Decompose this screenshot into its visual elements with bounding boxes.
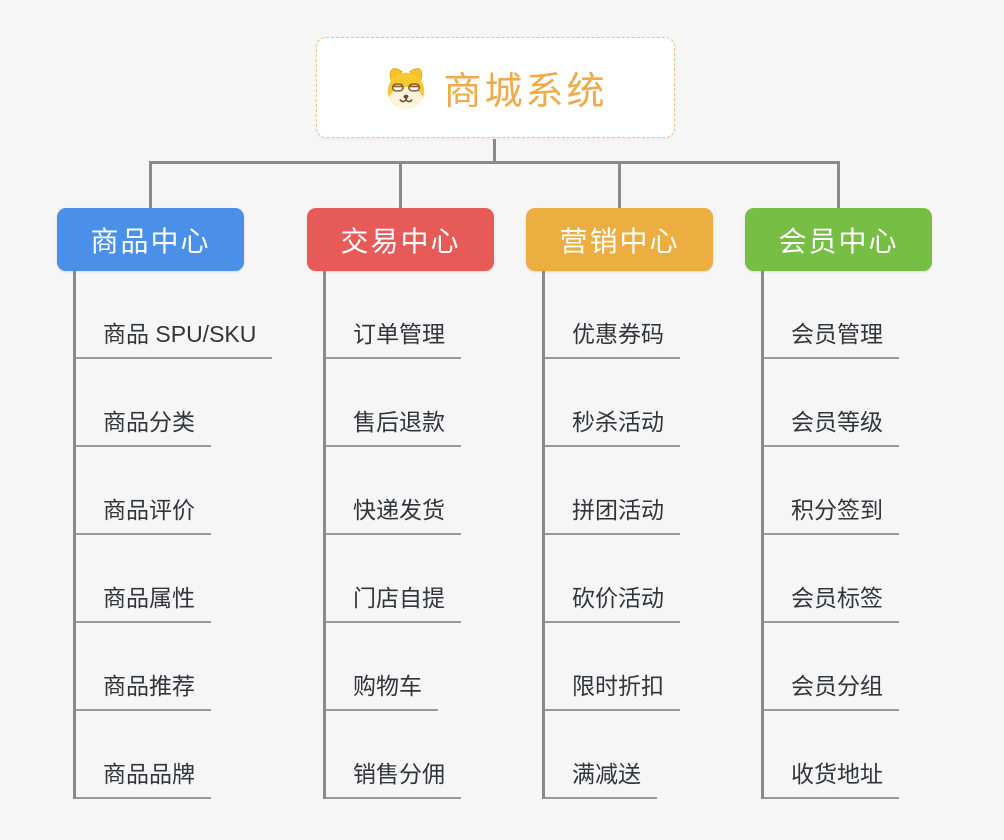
connector-branch-drop bbox=[399, 161, 402, 208]
leaf-label: 订单管理 bbox=[326, 315, 461, 359]
branch-node[interactable]: 商品中心 bbox=[57, 208, 244, 271]
leaf-node[interactable]: 积分签到 bbox=[764, 447, 994, 535]
branch-title: 营销中心 bbox=[559, 225, 680, 257]
leaf-label: 优惠券码 bbox=[545, 315, 680, 359]
connector-branch-drop bbox=[837, 161, 840, 208]
branch-item-list: 会员管理会员等级积分签到会员标签会员分组收货地址 bbox=[761, 271, 994, 799]
leaf-node[interactable]: 拼团活动 bbox=[545, 447, 775, 535]
leaf-node[interactable]: 会员标签 bbox=[764, 535, 994, 623]
leaf-node[interactable]: 商品 SPU/SKU bbox=[76, 271, 306, 359]
leaf-node[interactable]: 会员分组 bbox=[764, 623, 994, 711]
leaf-node[interactable]: 销售分佣 bbox=[326, 711, 556, 799]
leaf-label: 商品 SPU/SKU bbox=[76, 315, 273, 359]
connector-root-drop bbox=[493, 139, 496, 162]
leaf-node[interactable]: 商品属性 bbox=[76, 535, 306, 623]
leaf-node[interactable]: 收货地址 bbox=[764, 711, 994, 799]
leaf-label: 积分签到 bbox=[764, 491, 899, 535]
leaf-node[interactable]: 订单管理 bbox=[326, 271, 556, 359]
connector-branch-drop bbox=[618, 161, 621, 208]
leaf-label: 会员管理 bbox=[764, 315, 899, 359]
leaf-node[interactable]: 快递发货 bbox=[326, 447, 556, 535]
leaf-node[interactable]: 商品品牌 bbox=[76, 711, 306, 799]
leaf-node[interactable]: 砍价活动 bbox=[545, 535, 775, 623]
branch-title: 商品中心 bbox=[90, 225, 211, 257]
leaf-label: 会员等级 bbox=[764, 403, 899, 447]
leaf-label: 会员分组 bbox=[764, 667, 899, 711]
leaf-node[interactable]: 商品评价 bbox=[76, 447, 306, 535]
leaf-label: 限时折扣 bbox=[545, 667, 680, 711]
connector-branch-drop bbox=[149, 161, 152, 208]
leaf-node[interactable]: 购物车 bbox=[326, 623, 556, 711]
leaf-label: 商品评价 bbox=[76, 491, 211, 535]
leaf-node[interactable]: 秒杀活动 bbox=[545, 359, 775, 447]
branch-node[interactable]: 交易中心 bbox=[307, 208, 494, 271]
leaf-node[interactable]: 售后退款 bbox=[326, 359, 556, 447]
leaf-label: 商品属性 bbox=[76, 579, 211, 623]
leaf-node[interactable]: 限时折扣 bbox=[545, 623, 775, 711]
leaf-node[interactable]: 会员等级 bbox=[764, 359, 994, 447]
leaf-label: 砍价活动 bbox=[545, 579, 680, 623]
leaf-node[interactable]: 会员管理 bbox=[764, 271, 994, 359]
leaf-label: 商品推荐 bbox=[76, 667, 211, 711]
leaf-label: 会员标签 bbox=[764, 579, 899, 623]
leaf-label: 销售分佣 bbox=[326, 755, 461, 799]
branch-item-list: 订单管理售后退款快递发货门店自提购物车销售分佣 bbox=[323, 271, 556, 799]
leaf-label: 快递发货 bbox=[326, 491, 461, 535]
leaf-label: 商品分类 bbox=[76, 403, 211, 447]
branch-item-list: 商品 SPU/SKU 商品分类商品评价商品属性商品推荐商品品牌 bbox=[73, 271, 306, 799]
leaf-node[interactable]: 满减送 bbox=[545, 711, 775, 799]
leaf-node[interactable]: 优惠券码 bbox=[545, 271, 775, 359]
leaf-node[interactable]: 商品推荐 bbox=[76, 623, 306, 711]
root-node-mall-system[interactable]: 商城系统 bbox=[316, 37, 675, 138]
root-title: 商城系统 bbox=[443, 71, 608, 113]
branch-node[interactable]: 会员中心 bbox=[745, 208, 932, 271]
leaf-label: 满减送 bbox=[545, 755, 657, 799]
leaf-label: 收货地址 bbox=[764, 755, 899, 799]
branch-title: 会员中心 bbox=[778, 225, 899, 257]
leaf-label: 拼团活动 bbox=[545, 491, 680, 535]
leaf-node[interactable]: 商品分类 bbox=[76, 359, 306, 447]
leaf-label: 门店自提 bbox=[326, 579, 461, 623]
leaf-label: 购物车 bbox=[326, 667, 438, 711]
branch-title: 交易中心 bbox=[340, 225, 461, 257]
shiba-dog-icon bbox=[388, 67, 425, 109]
branch-item-list: 优惠券码秒杀活动拼团活动砍价活动限时折扣满减送 bbox=[542, 271, 775, 799]
branch-node[interactable]: 营销中心 bbox=[526, 208, 713, 271]
leaf-label: 售后退款 bbox=[326, 403, 461, 447]
leaf-node[interactable]: 门店自提 bbox=[326, 535, 556, 623]
connector-bus bbox=[149, 161, 840, 164]
leaf-label: 秒杀活动 bbox=[545, 403, 680, 447]
leaf-label: 商品品牌 bbox=[76, 755, 211, 799]
